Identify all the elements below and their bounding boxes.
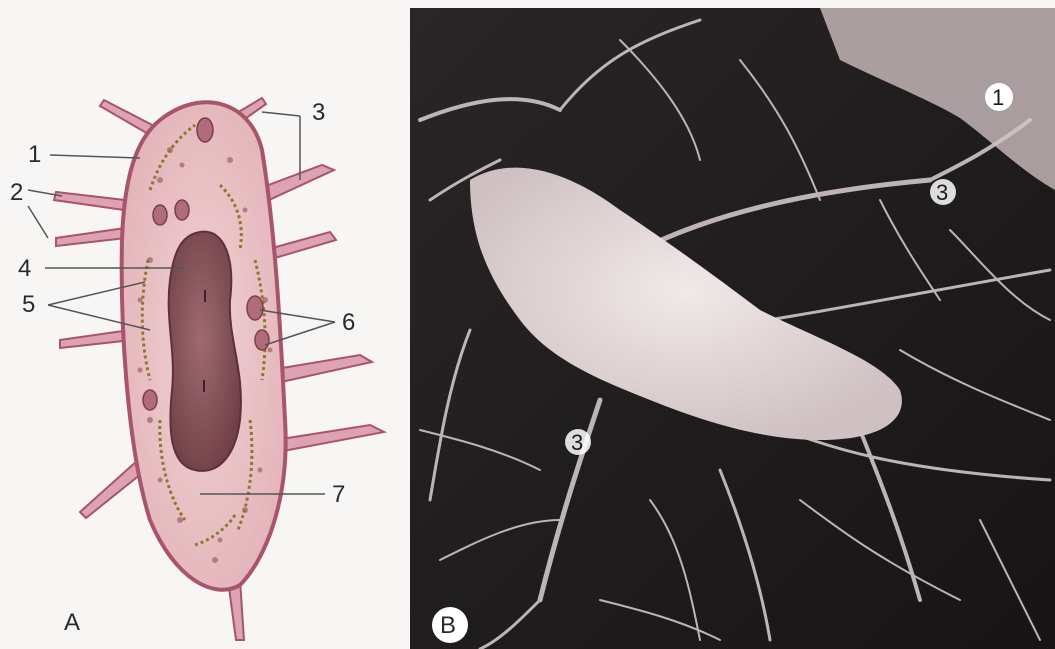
label-a-4: 4: [18, 255, 31, 282]
label-a-1: 1: [28, 141, 41, 168]
panel-a-diagram: [54, 98, 384, 640]
label-a-3: 3: [312, 99, 325, 126]
label-a-6: 6: [342, 309, 355, 336]
label-b-3a: 3: [936, 180, 948, 205]
label-a-2: 2: [10, 179, 23, 206]
label-a-5: 5: [22, 291, 35, 318]
panel-a-letter: A: [64, 609, 80, 636]
label-a-7: 7: [332, 481, 345, 508]
panel-b-letter: B: [440, 612, 456, 639]
panel-b-micrograph: [410, 8, 1055, 649]
label-b-3b: 3: [571, 430, 583, 455]
label-b-1: 1: [992, 85, 1004, 110]
